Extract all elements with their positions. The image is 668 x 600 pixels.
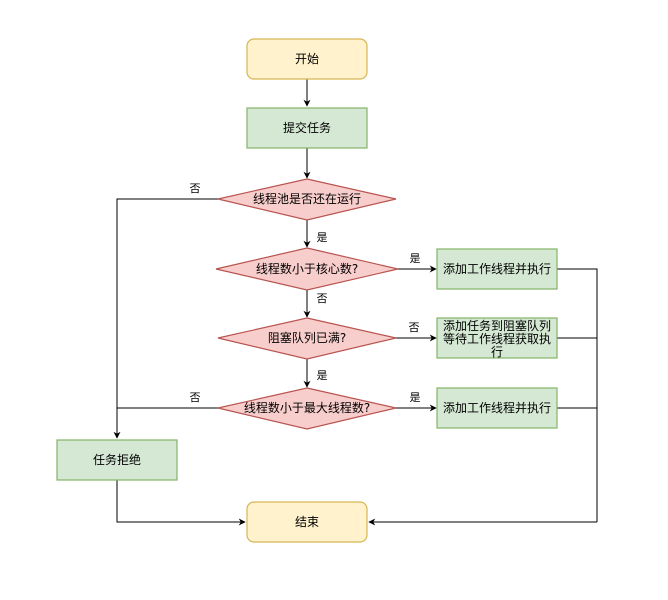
label-running-yes: 是 [317, 231, 328, 244]
node-lt-max-shape [217, 387, 397, 430]
node-lt-max-label: 线程数小于最大线程数? [244, 400, 370, 415]
node-submit: 提交任务 [246, 107, 368, 149]
node-submit-shape [246, 107, 368, 149]
node-end: 结束 [246, 501, 368, 543]
node-start-shape [246, 38, 368, 80]
node-start-label: 开始 [295, 52, 319, 66]
label-queue-yes: 是 [317, 369, 328, 382]
node-start: 开始 [246, 38, 368, 80]
edge-labels: 否 是 是 否 否 是 否 是 [190, 182, 421, 404]
node-reject-label: 任务拒绝 [93, 452, 141, 467]
label-core-no: 否 [317, 292, 328, 305]
node-enqueue: 添加任务到阻塞队列 等待工作线程获取执 行 [436, 317, 558, 359]
node-enqueue-shape [436, 317, 558, 359]
node-queue-full: 阻塞队列已满? [217, 317, 397, 360]
label-core-yes: 是 [410, 252, 421, 265]
node-reject: 任务拒绝 [56, 439, 178, 481]
node-queue-full-shape [217, 317, 397, 360]
node-submit-label: 提交任务 [283, 120, 331, 135]
node-reject-shape [56, 439, 178, 481]
node-enqueue-label-line2: 等待工作线程获取执 [443, 331, 551, 346]
edge-add-worker-1-to-end [557, 268, 598, 522]
node-add-worker-1: 添加工作线程并执行 [436, 248, 558, 290]
label-running-no: 否 [190, 182, 201, 195]
edges [113, 79, 598, 526]
node-add-worker-2-label: 添加工作线程并执行 [443, 400, 551, 415]
node-lt-max: 线程数小于最大线程数? [217, 387, 397, 430]
node-add-worker-1-label: 添加工作线程并执行 [443, 261, 551, 276]
node-pool-running-label: 线程池是否还在运行 [253, 191, 361, 206]
node-add-worker-1-shape [436, 248, 558, 290]
edge-running-no-to-reject [113, 198, 218, 439]
node-add-worker-2: 添加工作线程并执行 [436, 387, 558, 429]
node-lt-core-shape [215, 247, 399, 291]
label-max-no: 否 [190, 391, 201, 404]
node-enqueue-label-line3: 行 [491, 345, 503, 359]
node-enqueue-label-line1: 添加任务到阻塞队列 [443, 318, 551, 333]
node-end-shape [246, 501, 368, 543]
edge-reject-to-end [116, 480, 246, 526]
node-pool-running-shape [217, 178, 397, 221]
node-lt-core: 线程数小于核心数? [215, 247, 399, 291]
node-pool-running: 线程池是否还在运行 [217, 178, 397, 221]
node-lt-core-label: 线程数小于核心数? [256, 261, 358, 276]
label-queue-no: 否 [409, 321, 420, 334]
node-add-worker-2-shape [436, 387, 558, 429]
label-max-yes: 是 [410, 391, 421, 404]
node-end-label: 结束 [295, 515, 319, 529]
node-queue-full-label: 阻塞队列已满? [268, 330, 346, 345]
